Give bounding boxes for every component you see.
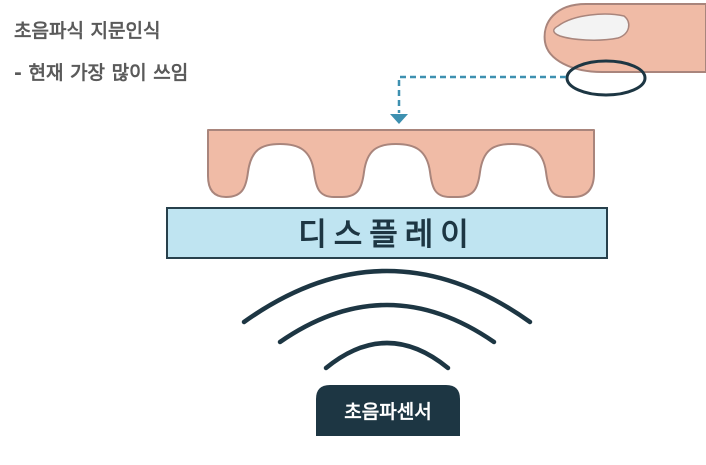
fingerprint-contact-ring bbox=[565, 59, 647, 97]
diagram-subtitle: - 현재 가장 많이 쓰임 bbox=[14, 62, 189, 84]
fingerprint-ridge-icon bbox=[207, 129, 595, 198]
wave-outer bbox=[241, 268, 533, 325]
ultrasonic-wave-icon bbox=[241, 268, 533, 371]
sensor-label: 초음파센서 bbox=[344, 401, 431, 423]
display-label: 디스플레이 bbox=[298, 217, 476, 253]
ultrasonic-sensor: 초음파센서 bbox=[316, 385, 460, 436]
display-glass bbox=[166, 207, 608, 259]
wave-inner bbox=[323, 340, 451, 371]
dashed-arrow-line bbox=[397, 75, 566, 113]
fingernail bbox=[553, 13, 630, 41]
dashed-arrow-head bbox=[390, 114, 408, 124]
display-panel: 디스플레이 bbox=[166, 207, 608, 259]
dashed-arrow-icon bbox=[390, 75, 566, 124]
wave-middle bbox=[277, 302, 497, 345]
diagram-title: 초음파식 지문인식 bbox=[14, 20, 161, 42]
fingertip-icon bbox=[543, 3, 706, 97]
sensor-body bbox=[316, 385, 460, 436]
